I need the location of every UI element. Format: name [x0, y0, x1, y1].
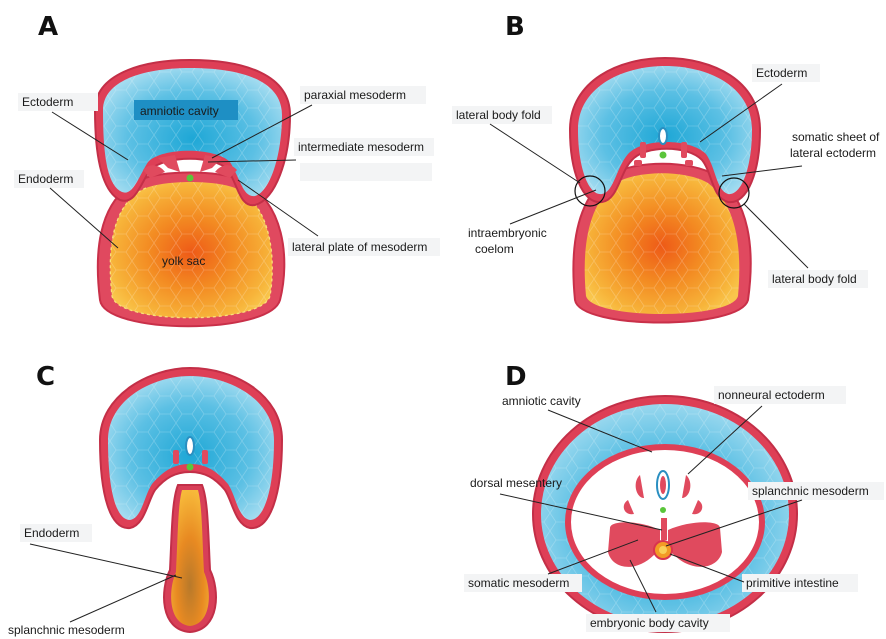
notochord-a	[187, 175, 194, 182]
panel-letter-d: D	[505, 362, 527, 392]
primitive-intestine-label-d: primitive intestine	[746, 576, 839, 590]
dorsal-mesentery-label-d: dorsal mesentery	[470, 476, 562, 490]
ectoderm-label-b: Ectoderm	[756, 66, 807, 80]
paraxial-label-a: paraxial mesoderm	[304, 88, 406, 102]
panel-b: B Ectoderm lateral body fold somatic she…	[452, 12, 880, 323]
ectoderm-label-a: Ectoderm	[22, 95, 73, 109]
panel-c: C Endoderm splanchnic mesoderm	[8, 362, 282, 637]
panel-letter-c: C	[36, 362, 55, 392]
intermediate-label-a: intermediate mesoderm	[298, 140, 424, 154]
intraembryonic-label-1-b: intraembryonic	[468, 226, 547, 240]
amniotic-cavity-label-d: amniotic cavity	[502, 394, 581, 408]
nonneural-label-d: nonneural ectoderm	[718, 388, 825, 402]
body-cavity-label-d: embryonic body cavity	[590, 616, 709, 630]
splanchnic-label-d: splanchnic mesoderm	[752, 484, 869, 498]
lateral-fold-right-label-b: lateral body fold	[772, 272, 857, 286]
splanchnic-label-c: splanchnic mesoderm	[8, 623, 125, 637]
endoderm-label-a: Endoderm	[18, 172, 73, 186]
endoderm-label-c: Endoderm	[24, 526, 79, 540]
panel-a: A amniotic cavity yolk sac Ectoderm	[14, 12, 440, 326]
yolk-sac-label-a: yolk sac	[162, 254, 205, 268]
amniotic-cavity-label-a: amniotic cavity	[140, 104, 219, 118]
panel-letter-b: B	[505, 12, 525, 42]
splanchnic-leader-c	[70, 575, 176, 622]
intestine-lumen-d	[659, 546, 667, 554]
panel-letter-a: A	[38, 12, 58, 42]
lateral-fold-left-leader-b	[490, 124, 580, 183]
notochord-c	[187, 464, 194, 471]
somatic-label-d: somatic mesoderm	[468, 576, 569, 590]
body-d	[533, 396, 797, 632]
notochord-d	[660, 507, 666, 513]
gut-tube-c	[164, 485, 216, 632]
lateral-plate-label-a: lateral plate of mesoderm	[292, 240, 427, 254]
intermediate-blank-box-a	[300, 163, 432, 181]
endoderm-leader-c	[30, 544, 182, 578]
lateral-fold-right-leader-b	[744, 204, 808, 268]
panel-d: D amniotic cavity nonneural ectoderm	[464, 362, 884, 632]
somatic-sheet-label-2-b: lateral ectoderm	[790, 146, 876, 160]
somatic-sheet-label-1-b: somatic sheet of	[792, 130, 880, 144]
lateral-fold-left-label-b: lateral body fold	[456, 108, 541, 122]
intraembryonic-label-2-b: coelom	[475, 242, 514, 256]
notochord-b	[660, 152, 667, 159]
